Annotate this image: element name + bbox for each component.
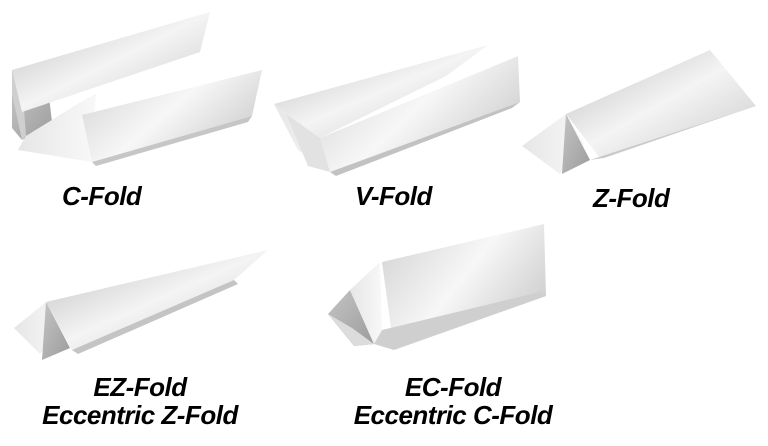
ec-fold-label: EC-Fold Eccentric C-Fold [340, 373, 566, 429]
ez-fold-label-line-1: EZ-Fold [93, 372, 187, 402]
ez-fold-label: EZ-Fold Eccentric Z-Fold [30, 373, 250, 429]
c-fold-label: C-Fold [62, 181, 142, 211]
c-fold-paper-icon [12, 12, 262, 166]
v-fold-label-line-1: V-Fold [355, 181, 432, 211]
ez-fold-label-line-2: Eccentric Z-Fold [42, 400, 238, 430]
v-fold-paper-icon [274, 45, 520, 176]
ec-fold-label-line-2: Eccentric C-Fold [353, 400, 553, 430]
c-fold-label-line-1: C-Fold [62, 181, 142, 211]
z-fold-label: Z-Fold [593, 183, 670, 213]
z-fold-label-line-1: Z-Fold [593, 183, 670, 213]
z-fold-paper-icon [522, 50, 756, 174]
ec-fold-paper-icon [328, 224, 546, 350]
ec-fold-label-line-1: EC-Fold [404, 372, 502, 402]
ez-fold-paper-icon [14, 250, 268, 360]
v-fold-label: V-Fold [355, 182, 432, 210]
